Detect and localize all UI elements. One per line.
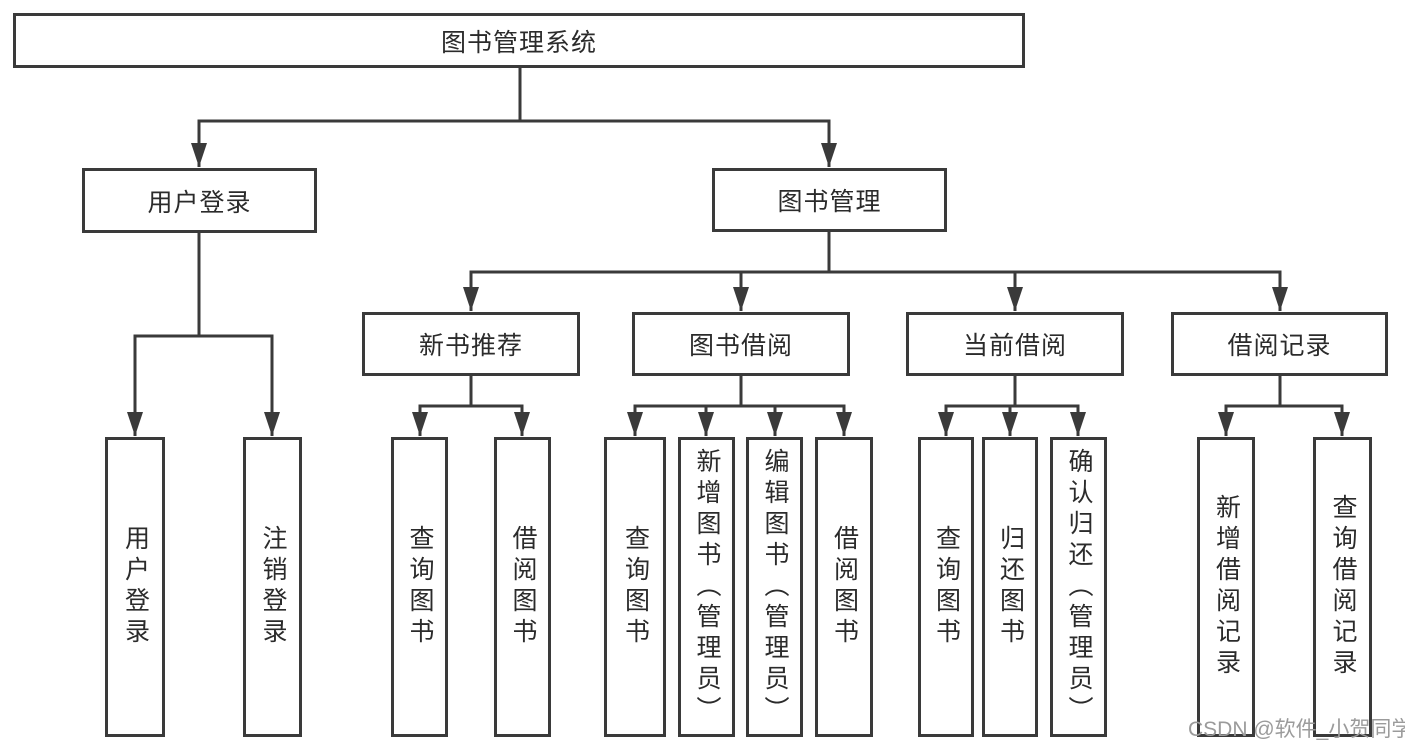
leaf-cb-query-books-label: 查询图书 [932, 525, 961, 649]
watermark: CSDN @软件_小贺同学 [1188, 718, 1405, 741]
leaf-nbr-query-books: 查询图书 [391, 437, 448, 737]
leaf-cb-query-books: 查询图书 [918, 437, 974, 737]
leaf-logout-label: 注销登录 [259, 525, 287, 649]
leaf-bb-add-books-admin: 新增图书（管理员） [678, 437, 735, 737]
leaf-bb-edit-books-admin: 编辑图书（管理员） [746, 437, 803, 737]
leaf-logout: 注销登录 [243, 437, 302, 737]
leaf-nbr-borrow-books-label: 借阅图书 [509, 525, 537, 649]
leaf-user-login-label: 用户登录 [121, 525, 150, 649]
node-user-login: 用户登录 [82, 168, 317, 233]
leaf-cb-confirm-return-admin: 确认归还（管理员） [1050, 437, 1107, 737]
node-root: 图书管理系统 [13, 13, 1025, 68]
leaf-bb-add-books-admin-label: 新增图书（管理员） [693, 447, 721, 727]
leaf-bb-query-books-label: 查询图书 [621, 525, 650, 649]
leaf-cb-return-books: 归还图书 [982, 437, 1038, 737]
node-book-management: 图书管理 [712, 168, 947, 232]
leaf-bb-borrow-books-label: 借阅图书 [830, 525, 859, 649]
leaf-br-add-record: 新增借阅记录 [1197, 437, 1255, 737]
leaf-nbr-borrow-books: 借阅图书 [494, 437, 551, 737]
leaf-br-query-record-label: 查询借阅记录 [1329, 494, 1357, 680]
leaf-cb-return-books-label: 归还图书 [996, 525, 1025, 649]
leaf-user-login: 用户登录 [105, 437, 165, 737]
leaf-br-add-record-label: 新增借阅记录 [1212, 494, 1241, 680]
leaf-bb-borrow-books: 借阅图书 [815, 437, 873, 737]
node-book-borrowing: 图书借阅 [632, 312, 850, 376]
leaf-cb-confirm-return-admin-label: 确认归还（管理员） [1065, 447, 1093, 727]
node-new-book-recommendation: 新书推荐 [362, 312, 580, 376]
leaf-nbr-query-books-label: 查询图书 [406, 525, 434, 649]
node-current-borrowing: 当前借阅 [906, 312, 1124, 376]
leaf-bb-query-books: 查询图书 [604, 437, 666, 737]
leaf-br-query-record: 查询借阅记录 [1313, 437, 1372, 737]
node-borrowing-records: 借阅记录 [1171, 312, 1388, 376]
leaf-bb-edit-books-admin-label: 编辑图书（管理员） [761, 447, 789, 727]
